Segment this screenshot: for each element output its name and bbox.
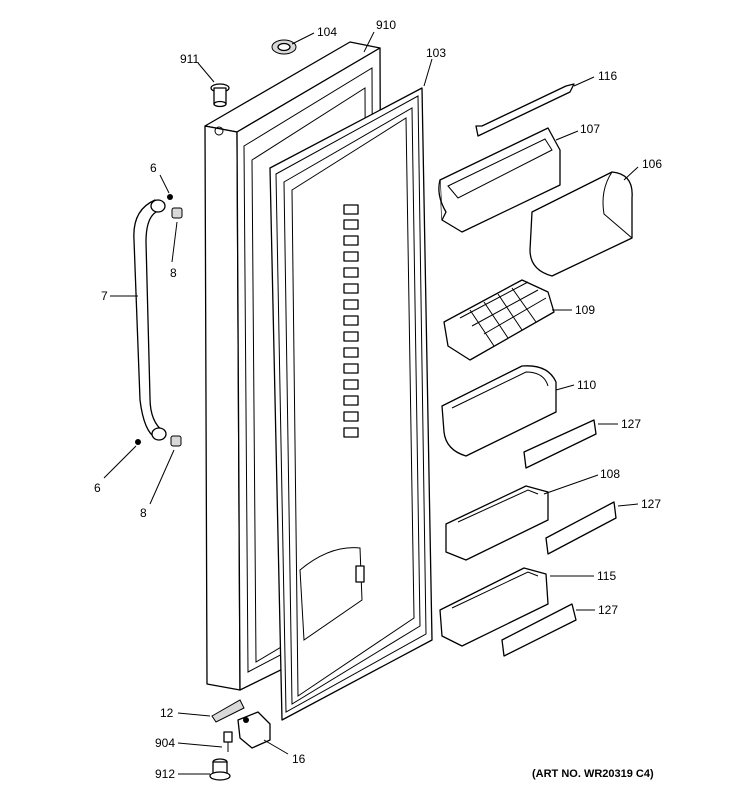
- bin-retainer-bar: [475, 83, 575, 137]
- callout-labels: 104 910 911 103 116 107 106 6 8 7 109 11…: [94, 18, 662, 781]
- handle-screw-top: [167, 194, 183, 219]
- hinge-screw: [223, 731, 233, 752]
- leader-lines: [103, 31, 639, 775]
- door-handle: [133, 199, 167, 441]
- callout-127-c: 127: [598, 603, 618, 617]
- bottom-bracket: [237, 711, 271, 749]
- bin-trim-strip-1: [523, 419, 597, 469]
- callout-103: 103: [426, 46, 446, 60]
- callout-904: 904: [155, 736, 175, 750]
- bottom-hinge-cover: [211, 699, 245, 723]
- door-bin-large: [441, 365, 557, 457]
- door-gasket-liner: [269, 87, 433, 721]
- shelf-support-ribs: [343, 204, 359, 438]
- callout-6-bottom: 6: [94, 481, 101, 495]
- top-hinge-bushing: [210, 83, 230, 108]
- callout-7: 7: [101, 289, 108, 303]
- callout-8-bottom: 8: [140, 506, 147, 520]
- door-bin-small: [439, 567, 549, 647]
- callout-115: 115: [597, 569, 616, 583]
- callout-16: 16: [292, 752, 306, 766]
- bottom-hinge-bushing: [209, 758, 231, 781]
- callout-109: 109: [575, 303, 595, 317]
- callout-127-a: 127: [621, 417, 641, 431]
- bin-trim-strip-3: [501, 603, 577, 657]
- callout-912: 912: [155, 767, 175, 781]
- callout-110: 110: [577, 378, 596, 392]
- callout-12: 12: [160, 706, 174, 720]
- callout-104: 104: [317, 25, 337, 39]
- callout-116: 116: [598, 69, 617, 83]
- bin-trim-strip-2: [545, 501, 617, 555]
- dairy-bin-cover: [529, 171, 633, 277]
- callout-106: 106: [642, 157, 662, 171]
- callout-108: 108: [600, 467, 620, 481]
- dairy-bin-base: [438, 127, 561, 233]
- door-bin-medium: [445, 485, 549, 561]
- egg-tray-bin: [443, 279, 555, 361]
- art-number: (ART NO. WR20319 C4): [532, 768, 654, 780]
- callout-107: 107: [580, 122, 600, 136]
- handle-screw-bottom: [135, 435, 182, 447]
- callout-8-top: 8: [170, 266, 177, 280]
- plug-button: [271, 39, 297, 55]
- callout-910: 910: [376, 18, 396, 32]
- callout-6-top: 6: [150, 161, 157, 175]
- callout-127-b: 127: [641, 497, 661, 511]
- callout-911: 911: [180, 52, 199, 66]
